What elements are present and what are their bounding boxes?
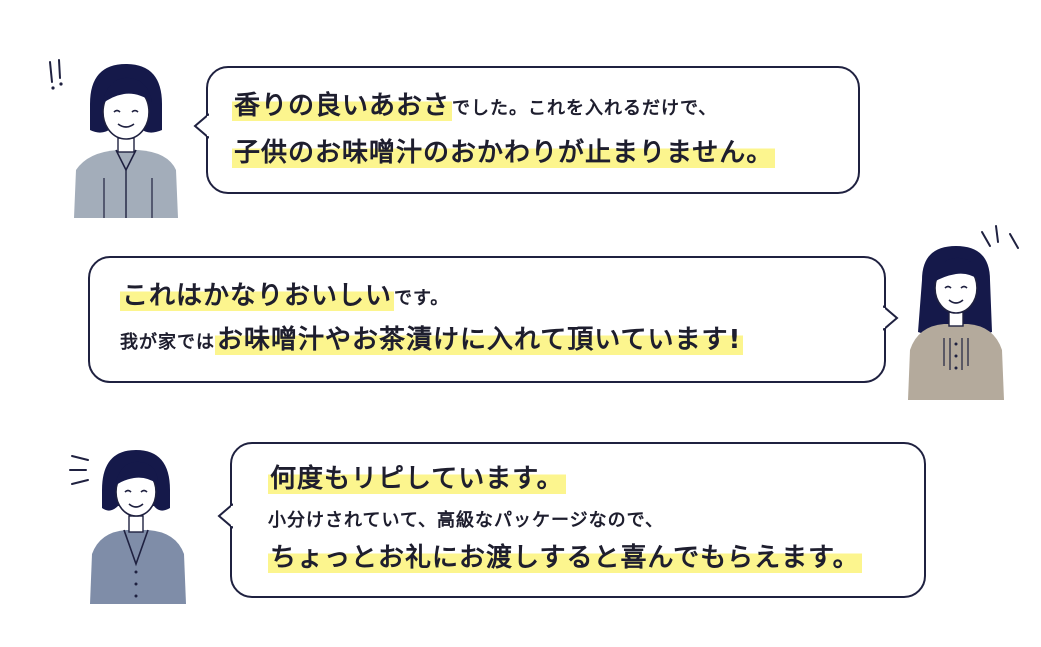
bubble-tail-right — [883, 305, 899, 331]
surprise-marks-1 — [49, 59, 63, 90]
bubble-tail-left — [217, 503, 233, 529]
avatar-woman-short-hair — [74, 64, 178, 218]
testimonial-2-line-2: 我が家ではお味噌汁やお茶漬けに入れて頂いています! — [120, 325, 744, 355]
highlight-text: 香りの良いあおさ — [232, 91, 453, 121]
plain-text: 我が家では — [120, 332, 215, 353]
highlight-text: ちょっとお礼にお渡しすると喜んでもらえます。 — [268, 543, 862, 573]
plain-text: でした。これを入れるだけで、 — [452, 98, 718, 119]
bubble-tail-left — [193, 113, 209, 139]
testimonial-1-line-2: 子供のお味噌汁のおかわりが止まりません。 — [232, 138, 776, 168]
testimonial-1-line-1: 香りの良いあおさでした。これを入れるだけで、 — [232, 91, 718, 121]
highlight-text: これはかなりおいしい — [120, 281, 395, 311]
highlight-text: 子供のお味噌汁のおかわりが止まりません。 — [232, 138, 776, 168]
plain-text: 小分けされていて、高級なパッケージなので、 — [268, 510, 664, 531]
highlight-text: 何度もリピしています。 — [268, 464, 566, 494]
testimonial-3-line-3: ちょっとお礼にお渡しすると喜んでもらえます。 — [268, 543, 862, 573]
surprise-marks-2 — [981, 225, 1019, 249]
testimonial-3-line-1: 何度もリピしています。 — [268, 464, 566, 494]
testimonial-bubble-1 — [206, 66, 860, 194]
surprise-marks-3 — [69, 455, 89, 485]
testimonial-2-line-1: これはかなりおいしいです。 — [120, 281, 450, 311]
avatar-woman-bob-hair — [90, 450, 186, 604]
plain-text: です。 — [394, 288, 450, 309]
highlight-text: お味噌汁やお茶漬けに入れて頂いています! — [215, 325, 744, 355]
testimonial-bubble-2 — [88, 256, 886, 383]
avatar-woman-long-hair — [908, 246, 1004, 400]
testimonial-3-line-2: 小分けされていて、高級なパッケージなので、 — [268, 512, 664, 530]
